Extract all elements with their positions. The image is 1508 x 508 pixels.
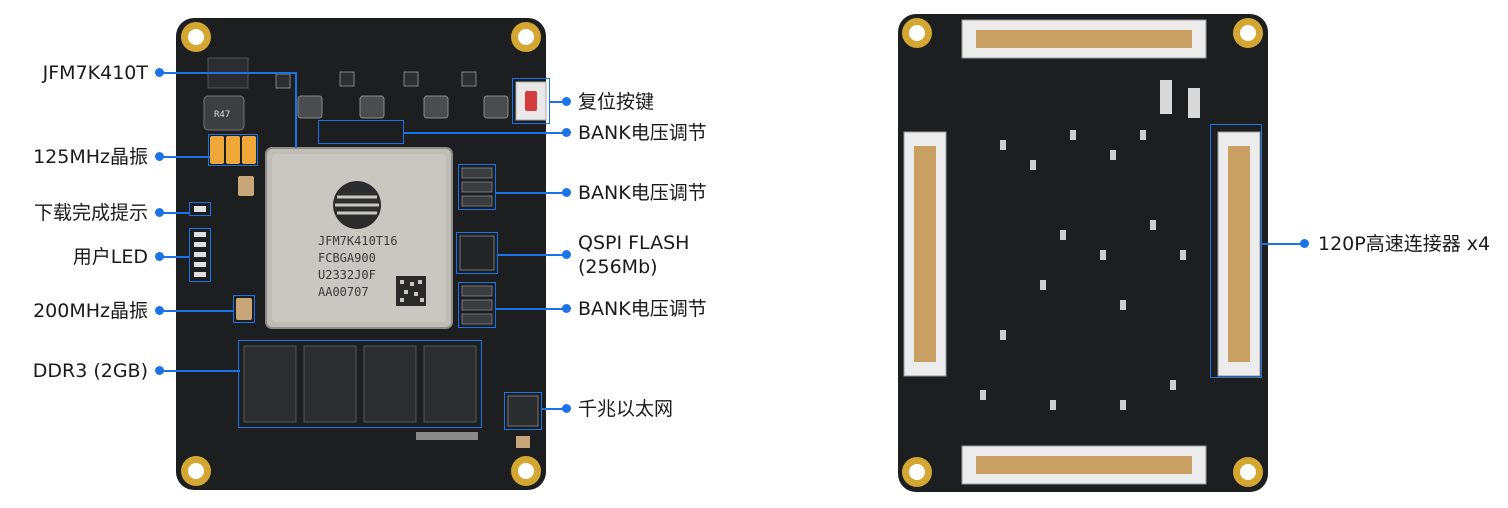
callout-line-fpga-drop (295, 72, 297, 148)
callout-dot-done-led (155, 208, 164, 217)
callout-line-reset (550, 101, 564, 103)
label-user-led: 用户LED (72, 246, 148, 268)
callout-dot-ethernet (562, 404, 571, 413)
chip-marking-line-1: JFM7K410T16 (318, 234, 397, 248)
callout-dot-qspi (562, 250, 571, 259)
label-osc200: 200MHz晶振 (33, 300, 148, 322)
callout-line-connectors (1262, 243, 1302, 245)
callout-line-fpga (160, 72, 296, 74)
chip-marking-line-4: AA00707 (318, 285, 369, 299)
callout-line-osc200 (160, 310, 234, 312)
callout-dot-fpga (155, 68, 164, 77)
callout-box-osc125 (208, 134, 258, 166)
callout-dot-user-led (155, 252, 164, 261)
label-bank1: BANK电压调节 (578, 122, 707, 144)
label-reset: 复位按键 (578, 91, 655, 113)
chip-marking-line-3: U2332J0F (318, 268, 376, 282)
callout-box-bank3 (458, 282, 496, 328)
callout-line-user-led (160, 256, 190, 258)
callout-dot-bank3 (562, 304, 571, 313)
callout-dot-osc125 (155, 152, 164, 161)
callout-box-user-led (189, 228, 211, 282)
callout-line-ddr3 (160, 370, 240, 372)
label-bank3: BANK电压调节 (578, 298, 707, 320)
callout-box-connectors (1210, 124, 1262, 378)
callout-dot-osc200 (155, 306, 164, 315)
callout-dot-connectors (1300, 239, 1309, 248)
callout-dot-bank1 (562, 128, 571, 137)
callout-line-bank3 (496, 308, 564, 310)
callout-box-osc200 (233, 295, 255, 323)
label-osc125: 125MHz晶振 (33, 146, 148, 168)
label-qspi-size: (256Mb) (578, 256, 658, 278)
callout-box-ethernet (504, 392, 542, 430)
callout-line-osc125 (160, 156, 210, 158)
callout-box-reset (512, 78, 550, 124)
callout-box-bank1 (318, 120, 404, 144)
chip-marking-line-2: FCBGA900 (318, 251, 376, 265)
callout-box-qspi (456, 232, 498, 274)
label-fpga: JFM7K410T (42, 62, 148, 84)
callout-box-ddr3 (238, 340, 482, 428)
callout-dot-reset (562, 97, 571, 106)
label-connectors: 120P高速连接器 x4 (1318, 233, 1491, 255)
callout-box-bank2 (458, 164, 496, 210)
callout-line-ethernet (542, 408, 564, 410)
label-qspi: QSPI FLASH (578, 232, 690, 254)
label-ethernet: 千兆以太网 (578, 398, 674, 420)
callout-line-done-led (160, 212, 190, 214)
label-ddr3: DDR3 (2GB) (32, 360, 148, 382)
label-bank2: BANK电压调节 (578, 182, 707, 204)
callout-box-done-led (189, 202, 211, 216)
svg-text:R47: R47 (214, 110, 230, 120)
callout-line-bank1 (404, 132, 564, 134)
callout-line-bank2 (496, 192, 564, 194)
callout-dot-bank2 (562, 188, 571, 197)
callout-line-qspi (498, 254, 564, 256)
callout-dot-ddr3 (155, 366, 164, 375)
label-done-led: 下载完成提示 (33, 202, 148, 224)
